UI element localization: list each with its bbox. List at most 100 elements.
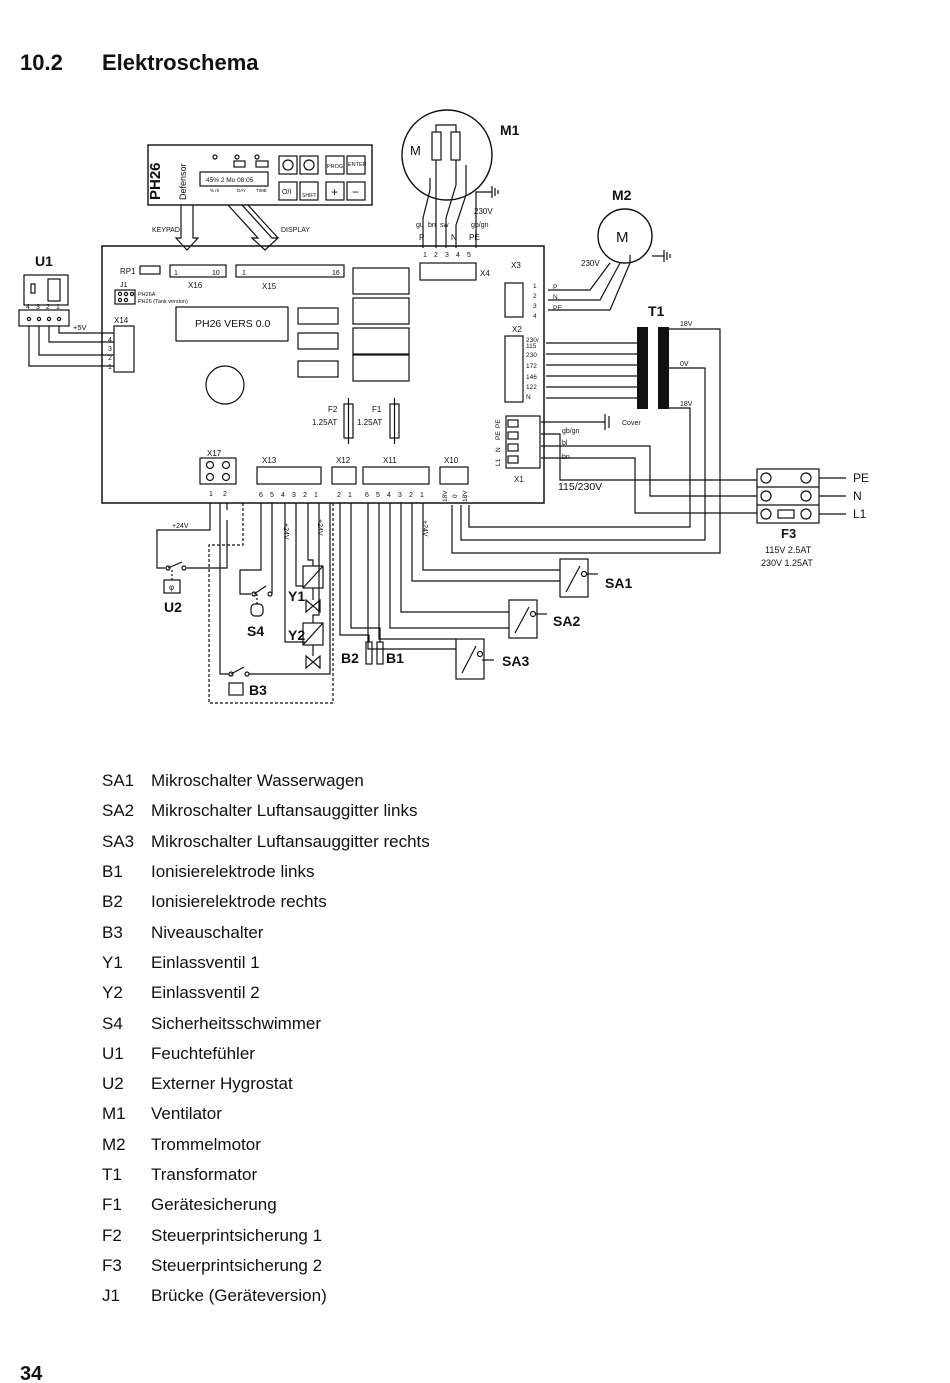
- svg-text:Y2: Y2: [288, 627, 305, 643]
- svg-text:PH26A: PH26A: [138, 292, 156, 298]
- legend-code: U2: [102, 1074, 124, 1094]
- keypad-unit: PH26 Defensor 45% 2 Mo 08:05 % rh DAY TI…: [147, 144, 373, 234]
- svg-text:18V: 18V: [680, 321, 693, 328]
- svg-text:4: 4: [108, 337, 112, 344]
- control-board: [101, 245, 545, 504]
- svg-text:2: 2: [223, 491, 227, 498]
- svg-text:sw: sw: [440, 222, 450, 229]
- svg-text:4: 4: [533, 313, 537, 320]
- svg-text:B3: B3: [249, 682, 267, 698]
- section-title: Elektroschema: [102, 50, 259, 75]
- svg-text:gb/gn: gb/gn: [471, 222, 489, 229]
- legend-code: M1: [102, 1104, 126, 1124]
- svg-text:5: 5: [376, 492, 380, 499]
- legend-code: SA1: [102, 771, 135, 791]
- svg-text:3: 3: [292, 492, 296, 499]
- svg-text:X2: X2: [512, 325, 522, 334]
- wiring-diagram: PH26 Defensor 45% 2 Mo 08:05 % rh DAY TI…: [18, 109, 869, 704]
- mains-terminal: PE N L1 F3 115V 2.5AT 230V 1.25AT: [756, 468, 869, 568]
- svg-text:230V: 230V: [474, 207, 493, 216]
- minus-key: −: [352, 185, 359, 199]
- legend-text: Einlassventil 1: [151, 952, 260, 972]
- svg-text:F3: F3: [781, 526, 796, 541]
- svg-text:M1: M1: [500, 122, 520, 138]
- legend-text: Gerätesicherung: [151, 1195, 277, 1215]
- display-label: DISPLAY: [281, 227, 310, 234]
- float-and-valves: S4 Y1 Y2 +24V +24V: [239, 503, 324, 670]
- section-number: 10.2: [20, 50, 63, 75]
- svg-text:5: 5: [467, 252, 471, 259]
- svg-text:0V: 0V: [680, 361, 689, 368]
- svg-text:146: 146: [526, 374, 537, 381]
- legend-row: Y1 Einlassventil 1: [102, 948, 702, 978]
- svg-text:3: 3: [108, 346, 112, 353]
- svg-text:2: 2: [303, 492, 307, 499]
- svg-text:1: 1: [56, 304, 60, 311]
- legend-code: B1: [102, 862, 123, 882]
- legend-code: M2: [102, 1134, 126, 1154]
- legend-text: Brücke (Geräteversion): [151, 1286, 327, 1306]
- svg-text:P: P: [419, 233, 424, 242]
- svg-text:PE: PE: [553, 305, 562, 312]
- micro-switches: +24V SA1 SA2 SA3: [367, 503, 632, 680]
- svg-text:M: M: [616, 229, 629, 246]
- legend-text: Transformator: [151, 1165, 258, 1184]
- svg-text:PH26 (Tank version): PH26 (Tank version): [138, 299, 188, 305]
- svg-text:230: 230: [526, 352, 537, 359]
- svg-text:X11: X11: [383, 456, 397, 465]
- svg-text:3: 3: [398, 492, 402, 499]
- svg-text:Y1: Y1: [288, 588, 305, 604]
- svg-text:115: 115: [526, 343, 537, 350]
- legend-text: Ventilator: [151, 1104, 222, 1124]
- svg-text:230V: 230V: [581, 259, 600, 268]
- legend-text: Niveauschalter: [151, 922, 264, 942]
- legend-text: Steuerprintsicherung 1: [151, 1225, 323, 1245]
- svg-text:10: 10: [212, 270, 220, 277]
- svg-text:18V: 18V: [680, 401, 693, 408]
- svg-text:3: 3: [445, 252, 449, 259]
- legend-text: Steuerprintsicherung 2: [151, 1255, 323, 1275]
- legend-code: S4: [102, 1013, 123, 1033]
- svg-text:1: 1: [174, 270, 178, 277]
- svg-text:1: 1: [108, 364, 112, 371]
- prog-key: PROG: [327, 164, 343, 170]
- svg-text:J1: J1: [120, 282, 128, 289]
- legend-code: Y1: [102, 952, 123, 972]
- svg-text:PE: PE: [853, 471, 869, 485]
- plus-key: +: [331, 185, 338, 199]
- svg-text:bn: bn: [562, 454, 570, 461]
- svg-text:1: 1: [242, 270, 246, 277]
- svg-text:2: 2: [434, 252, 438, 259]
- legend-code: Y2: [102, 983, 123, 1003]
- svg-text:122: 122: [526, 384, 537, 391]
- svg-text:N: N: [495, 447, 502, 452]
- legend-code: U1: [102, 1043, 124, 1063]
- svg-text:X15: X15: [262, 282, 277, 291]
- svg-text:18V: 18V: [462, 490, 469, 502]
- svg-text:bn: bn: [428, 222, 436, 229]
- page-number: 34: [20, 1363, 43, 1383]
- section-heading: 10.2 Elektroschema: [20, 50, 259, 76]
- legend-text: Trommelmotor: [151, 1134, 261, 1154]
- svg-text:115V 2.5AT: 115V 2.5AT: [765, 545, 812, 555]
- svg-text:Cover: Cover: [622, 420, 641, 427]
- svg-text:5: 5: [270, 492, 274, 499]
- board-components: RP1 J1 PH26A PH26 (Tank version) 1 10 X1…: [108, 252, 602, 502]
- svg-text:3: 3: [533, 303, 537, 310]
- svg-text:2: 2: [533, 293, 537, 300]
- svg-text:X17: X17: [207, 449, 222, 458]
- svg-text:N: N: [853, 489, 862, 503]
- hygrostat-u2: +24V φ U2: [156, 503, 228, 615]
- svg-text:1: 1: [348, 492, 352, 499]
- svg-text:PE: PE: [495, 419, 502, 428]
- svg-text:+5V: +5V: [73, 323, 87, 332]
- svg-text:2: 2: [337, 492, 341, 499]
- svg-text:B2: B2: [341, 650, 359, 666]
